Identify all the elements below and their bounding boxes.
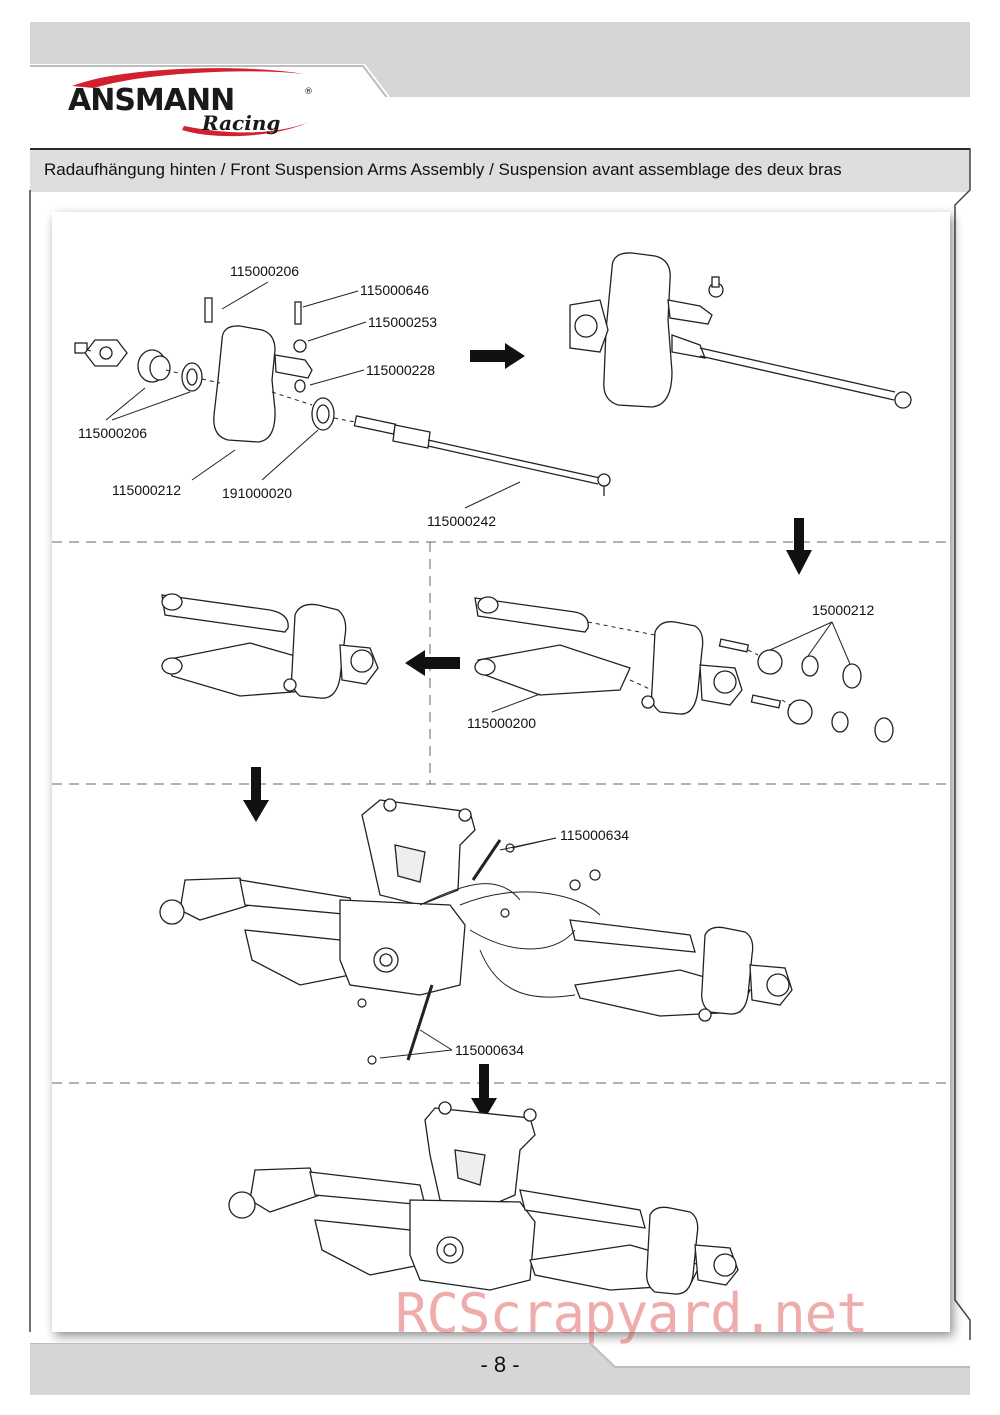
brand-name: ANSMANN [68, 83, 234, 118]
step2-arm-result [161, 593, 379, 699]
watermark: RCScrapyard.net [395, 1282, 869, 1345]
part-label: 115000634 [560, 827, 630, 843]
part-label: 115000253 [368, 314, 438, 330]
part-label: 115000634 [455, 1042, 525, 1058]
part-label: 115000200 [467, 715, 537, 731]
registered-mark: ® [304, 87, 313, 97]
flow-arrows [243, 343, 812, 1120]
page-number: - 8 - [480, 1352, 520, 1377]
part-label: 115000206 [78, 425, 148, 441]
brand-sub: Racing [201, 111, 280, 135]
footer-band [30, 1343, 970, 1395]
part-label: 15000212 [812, 602, 875, 618]
section-header-band [30, 148, 970, 192]
top-band [30, 22, 970, 97]
part-label: 115000646 [360, 282, 430, 298]
step4-final-assembly [228, 1101, 739, 1295]
part-label: 115000242 [427, 513, 497, 529]
section-title: Radaufhängung hinten / Front Suspension … [44, 160, 842, 179]
step3-rear-assembly [159, 798, 793, 1061]
step1-exploded-hub [74, 297, 611, 496]
step3-link-wires [419, 883, 601, 998]
leader-lines [105, 281, 851, 1059]
part-label: 115000228 [366, 362, 436, 378]
part-label: 115000212 [112, 482, 182, 498]
part-label: 115000206 [230, 263, 300, 279]
step2-arm-assembly [474, 596, 894, 743]
part-label: 191000020 [222, 485, 293, 501]
step1-assembled-hub [569, 252, 912, 409]
ansmann-racing-logo: ANSMANN ® Racing [64, 64, 314, 144]
